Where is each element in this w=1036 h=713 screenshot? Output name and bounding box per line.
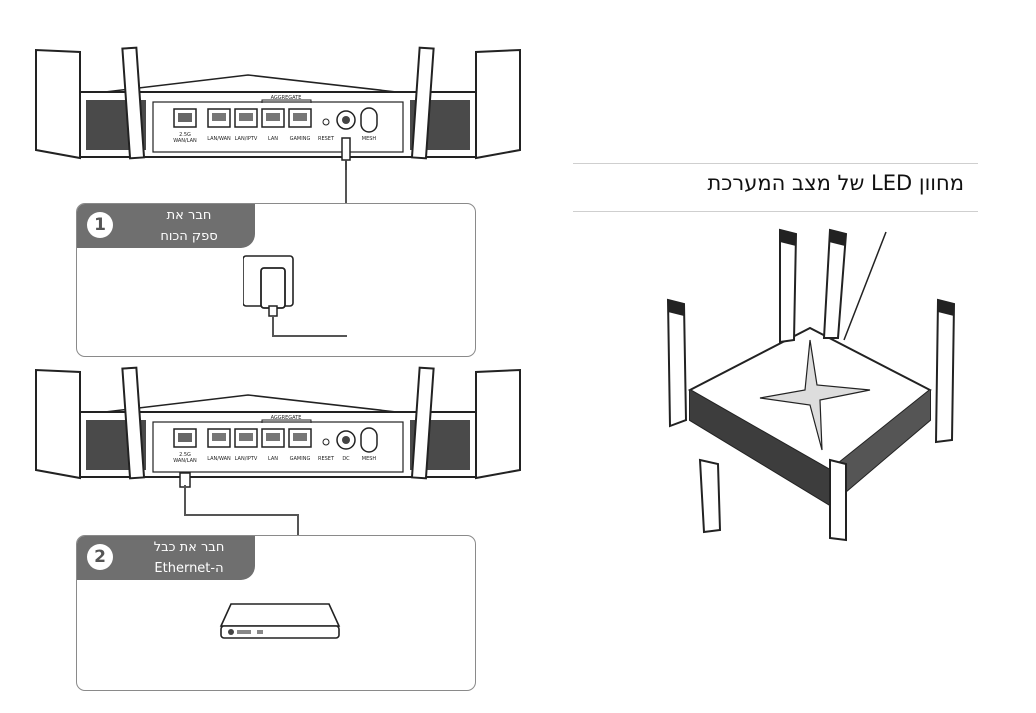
port-label: LAN/IPTV: [235, 456, 258, 462]
port-label: MESH: [362, 456, 377, 462]
port-label: GAMING: [290, 456, 311, 462]
step2-panel: 2 חבר את כבל ה-Ethernet: [76, 535, 476, 691]
led-leader-line: [843, 231, 887, 341]
step1-panel: 1 חבר את ספק הכוח: [76, 203, 476, 357]
port-label: WAN/LAN: [173, 458, 197, 464]
led-title: מחוון LED של מצב המערכת: [707, 171, 964, 195]
title-top-rule: [573, 163, 978, 164]
port-label: 2.5G: [179, 132, 191, 138]
title-bottom-rule: [573, 211, 978, 212]
port-label: MESH: [362, 136, 377, 142]
port-label: LAN/WAN: [207, 136, 231, 142]
modem-icon: [219, 603, 341, 639]
port-label: RESET: [318, 136, 335, 142]
step1-tab: 1 חבר את ספק הכוח: [77, 204, 255, 248]
step1-number: 1: [87, 212, 113, 238]
port-label-aggregate: AGGREGATE: [271, 95, 302, 101]
port-label: GAMING: [290, 136, 311, 142]
step2-tab: 2 חבר את כבל ה-Ethernet: [77, 536, 255, 580]
step1-line1: חבר את: [166, 208, 212, 223]
port-label: WAN/LAN: [173, 138, 197, 144]
step1-line2: ספק הכוח: [160, 229, 218, 244]
port-label: LAN: [268, 456, 278, 462]
router-back-top: AGGREGATE 2.5G WAN/LAN LAN/WAN LAN/IPTV …: [35, 46, 521, 175]
port-label: DC: [342, 456, 350, 462]
step2-line2: ה-Ethernet: [154, 561, 224, 576]
step2-number: 2: [87, 544, 113, 570]
port-label: LAN/IPTV: [235, 136, 258, 142]
step1-label: חבר את ספק הכוח: [123, 205, 255, 247]
port-label-aggregate: AGGREGATE: [271, 415, 302, 421]
port-label: LAN/WAN: [207, 456, 231, 462]
port-label: LAN: [268, 136, 278, 142]
router-top-view: [666, 228, 956, 542]
router-back-bottom: AGGREGATE 2.5G WAN/LAN LAN/WAN LAN/IPTV …: [35, 366, 521, 488]
port-label: 2.5G: [179, 452, 191, 458]
step2-label: חבר את כבל ה-Ethernet: [123, 537, 255, 579]
step2-line1: חבר את כבל: [153, 540, 225, 555]
port-label: RESET: [318, 456, 335, 462]
power-adapter-icon: [243, 255, 347, 337]
